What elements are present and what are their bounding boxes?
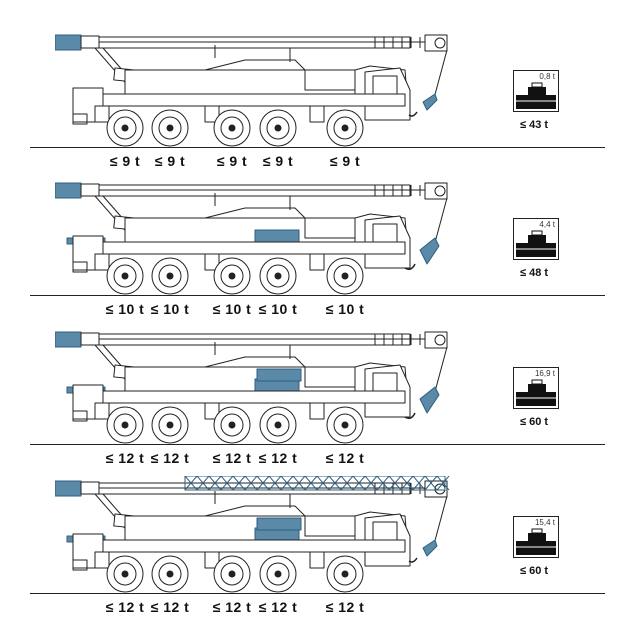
ground-line	[30, 593, 605, 594]
axle-load-label: ≤ 12 t	[105, 599, 145, 615]
counterweight-block	[256, 368, 302, 382]
configuration-row: ≤ 9 t ≤ 9 t ≤ 9 t ≤ 9 t ≤ 9 t 0,8 t ≤ 43 t	[0, 30, 640, 180]
counterweight-block	[256, 517, 302, 531]
axle-load-label: ≤ 9 t	[329, 153, 361, 169]
ballast-value: 4,4 t	[539, 220, 555, 229]
hook-block	[408, 495, 448, 563]
crane-illustration	[54, 30, 475, 153]
ballast-icon	[516, 528, 556, 555]
ballast-value: 0,8 t	[539, 72, 555, 81]
axle-load-label: ≤ 9 t	[109, 153, 141, 169]
axle-load-label: ≤ 10 t	[258, 301, 298, 317]
ballast-value: 15,4 t	[534, 518, 555, 527]
axle-load-label: ≤ 10 t	[212, 301, 252, 317]
hook-block	[408, 49, 448, 117]
crane-illustration	[54, 327, 475, 450]
total-weight-label: ≤ 43 t	[520, 119, 549, 131]
ballast-indicator: 0,8 t	[513, 70, 559, 112]
configuration-row: ≤ 12 t ≤ 12 t ≤ 12 t ≤ 12 t ≤ 12 t 16,9 t ≤ 60…	[0, 327, 640, 477]
axle-load-label: ≤ 12 t	[325, 599, 365, 615]
crane-drawing	[54, 182, 448, 295]
total-weight-label: ≤ 60 t	[520, 416, 549, 428]
lattice-jib	[184, 475, 450, 491]
axle-load-label: ≤ 10 t	[150, 301, 190, 317]
ballast-icon	[516, 230, 556, 257]
counterweight-block	[254, 229, 300, 243]
telescopic-boom	[54, 331, 448, 386]
ballast-indicator: 4,4 t	[513, 218, 559, 260]
hook-block	[404, 346, 448, 420]
ballast-icon	[516, 82, 556, 109]
configuration-row: ≤ 10 t ≤ 10 t ≤ 10 t ≤ 10 t ≤ 10 t 4,4 t ≤ 48 …	[0, 178, 640, 328]
crane-drawing	[54, 331, 448, 444]
axle-load-label: ≤ 10 t	[105, 301, 145, 317]
axle-load-label: ≤ 12 t	[258, 599, 298, 615]
total-weight-label: ≤ 60 t	[520, 565, 549, 577]
axle-load-label: ≤ 10 t	[325, 301, 365, 317]
ballast-icon	[516, 379, 556, 406]
crane-drawing	[54, 475, 450, 593]
axle-load-label: ≤ 12 t	[212, 599, 252, 615]
axle-load-label: ≤ 12 t	[258, 450, 298, 466]
ground-line	[30, 444, 605, 445]
ground-line	[30, 147, 605, 148]
crane-illustration	[54, 475, 475, 599]
configuration-row: ≤ 12 t ≤ 12 t ≤ 12 t ≤ 12 t ≤ 12 t 15,4 t ≤ 60…	[0, 475, 640, 626]
axle-load-label: ≤ 9 t	[262, 153, 294, 169]
axle-load-label: ≤ 12 t	[105, 450, 145, 466]
axle-load-label: ≤ 12 t	[150, 599, 190, 615]
ballast-indicator: 15,4 t	[513, 516, 559, 558]
total-weight-label: ≤ 48 t	[520, 267, 549, 279]
ballast-value: 16,9 t	[534, 369, 555, 378]
hook-block	[404, 197, 448, 271]
ground-line	[30, 295, 605, 296]
axle-load-label: ≤ 12 t	[150, 450, 190, 466]
crane-illustration	[54, 178, 475, 301]
carrier-chassis	[72, 384, 406, 422]
carrier-chassis	[72, 87, 406, 125]
axle-load-label: ≤ 12 t	[325, 450, 365, 466]
carrier-chassis	[72, 235, 406, 273]
ballast-indicator: 16,9 t	[513, 367, 559, 409]
axle-load-label: ≤ 9 t	[216, 153, 248, 169]
crane-drawing	[54, 34, 448, 147]
carrier-chassis	[72, 533, 406, 571]
axle-load-label: ≤ 9 t	[154, 153, 186, 169]
axle-load-label: ≤ 12 t	[212, 450, 252, 466]
